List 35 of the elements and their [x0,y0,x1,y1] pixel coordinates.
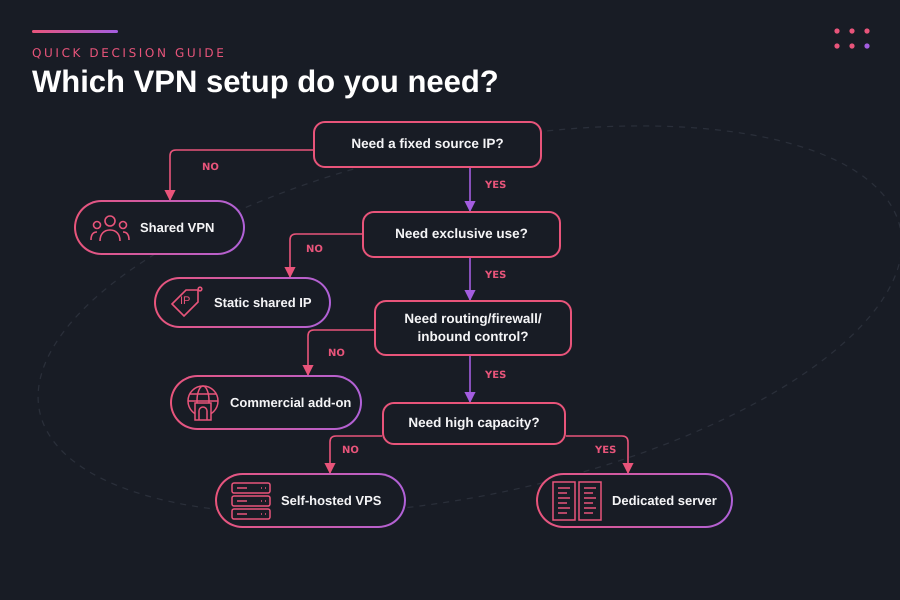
outcome-label: Commercial add-on [230,395,352,410]
edge-label: YES [483,370,508,381]
arrow [302,329,374,376]
edge-label: NO [304,244,325,255]
outcome-label: Self-hosted VPS [281,493,382,508]
arrow [324,435,382,474]
arrow [566,435,634,474]
decision-box [313,121,542,168]
edge-label: YES [483,180,508,191]
arrow [464,168,476,212]
arrow [464,258,476,302]
question-text: Need exclusive use? [395,225,528,244]
arrow [284,233,362,278]
edge-label: YES [593,445,618,456]
title: Which VPN setup do you need? [32,64,499,100]
outcome-label: Static shared IP [214,295,312,310]
edge-label: YES [483,270,508,281]
outcome-label: Shared VPN [140,220,214,235]
arrow [464,356,476,404]
edge-label: NO [200,162,221,173]
outcome-label: Dedicated server [612,493,717,508]
arrow [164,149,313,202]
outcome-pill [154,277,331,328]
tag-label: IP [180,296,190,307]
outcome-pill [74,200,245,255]
kicker-text: QUICK DECISION GUIDE [32,46,226,60]
question-text: Need a fixed source IP? [351,135,504,154]
outcome-pill [536,473,733,528]
decision-box [362,211,561,258]
question-text: Need routing/firewall/ inbound control? [403,310,543,346]
decision-box [374,300,572,356]
decision-box [382,402,566,445]
question-text: Need high capacity? [408,414,540,432]
edge-label: NO [340,445,361,456]
edge-label: NO [326,348,347,359]
